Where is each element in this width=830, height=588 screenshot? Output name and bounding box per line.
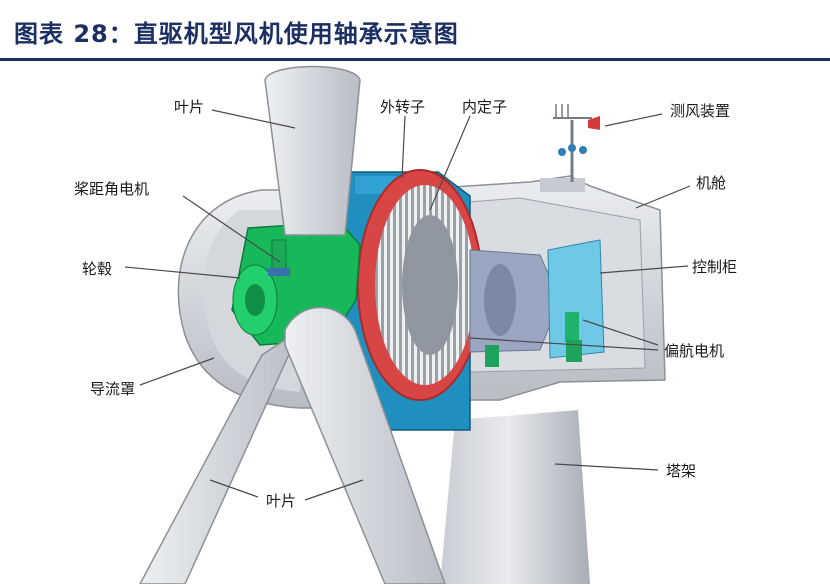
anemometer-icon (553, 104, 600, 182)
control-cabinet (547, 239, 605, 359)
title-divider (0, 58, 830, 61)
label-outer-rotor: 外转子 (380, 98, 426, 116)
label-blade-bottom: 叶片 (266, 492, 297, 510)
label-spinner: 导流罩 (90, 380, 136, 398)
label-anemometer: 测风装置 (670, 102, 731, 120)
leader-lines (124, 109, 691, 501)
label-control-cabinet: 控制柜 (692, 258, 738, 276)
page-title: 图表 28：直驱机型风机使用轴承示意图 (14, 20, 459, 48)
label-tower: 塔架 (666, 462, 697, 480)
tower (440, 410, 590, 584)
blade-top (264, 65, 361, 236)
label-pitch-motor: 桨距角电机 (74, 180, 150, 198)
wind-turbine-diagram: 叶片 外转子 内定子 测风装置 桨距角电机 机舱 轮毂 控制柜 偏航电机 导流罩… (0, 62, 830, 585)
label-inner-stator: 内定子 (462, 98, 508, 116)
label-yaw-motor: 偏航电机 (664, 342, 725, 360)
pitch-motor (268, 239, 290, 276)
outer-rotor-ring (357, 169, 483, 401)
yaw-motor (485, 340, 582, 367)
label-hub: 轮毂 (82, 260, 113, 278)
turbine-illustration (124, 65, 691, 585)
label-nacelle: 机舱 (696, 174, 727, 192)
label-blade-top: 叶片 (174, 98, 205, 116)
title-bar: 图表 28：直驱机型风机使用轴承示意图 (0, 0, 830, 61)
